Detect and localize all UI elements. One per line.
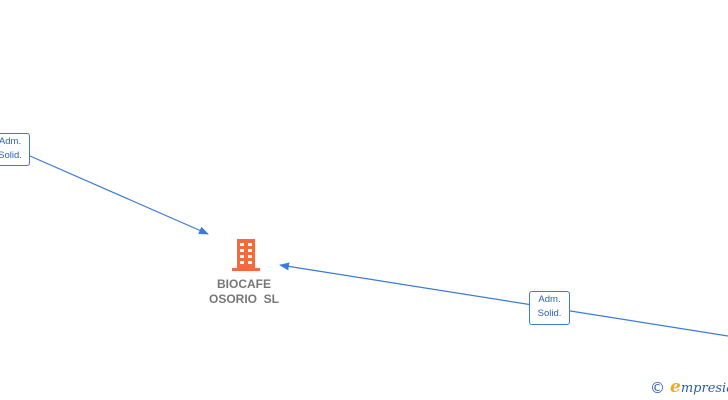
copyright-icon: © <box>650 379 665 397</box>
brand-logo: empresia <box>670 377 728 399</box>
building-icon[interactable] <box>230 237 262 273</box>
brand-logo-initial: e <box>670 377 681 397</box>
relation-label-right-line1: Adm. <box>538 294 561 305</box>
edge-left-to-company <box>29 155 209 235</box>
relation-label-left-line2: Solid. <box>0 150 22 161</box>
company-name-line1: BIOCAFE <box>217 277 271 291</box>
edge-right-to-company <box>279 262 728 337</box>
company-name[interactable]: BIOCAFE OSORIO SL <box>196 277 292 307</box>
relation-label-left[interactable]: Adm. Solid. <box>0 133 30 166</box>
brand-watermark: © empresia <box>650 377 728 399</box>
company-name-line2: OSORIO SL <box>208 292 279 306</box>
relation-label-right[interactable]: Adm. Solid. <box>529 291 570 325</box>
relation-label-right-line2: Solid. <box>537 308 562 319</box>
relation-label-left-line1: Adm. <box>0 136 22 147</box>
brand-logo-rest: mpresia <box>680 381 728 396</box>
